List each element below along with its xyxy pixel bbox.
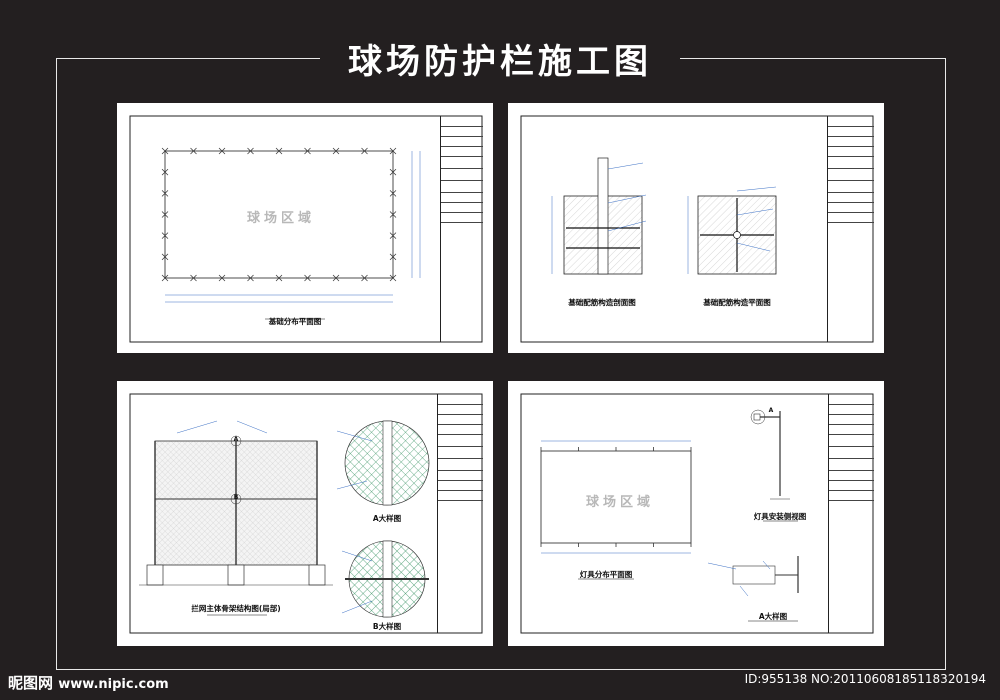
sheet-fence-structure: A B 拦网主体骨架结构图(局部) A大样图 B大样图 [117, 381, 493, 646]
post-marker [304, 147, 311, 155]
sheet-4-drawing [520, 393, 874, 634]
marker-a-label: A [768, 407, 774, 414]
post-marker [389, 253, 397, 261]
caption-lamp-layout: 灯具分布平面图 [579, 570, 633, 579]
post-marker [389, 147, 397, 155]
logo-text: 昵图网 [8, 674, 54, 692]
court-zone-label: 球场区域 [247, 211, 316, 226]
post-marker [389, 211, 397, 218]
post-marker [161, 211, 169, 218]
caption-rebar-plan: 基础配筋构造平面图 [703, 298, 771, 307]
logo-url: www.nipic.com [58, 677, 169, 692]
post-marker [161, 168, 169, 176]
caption-detail-a: A大样图 [758, 612, 788, 621]
frame-title-gap [320, 50, 680, 70]
post-marker [389, 274, 397, 282]
post-marker [332, 274, 340, 282]
sheet-2-drawing [520, 115, 874, 343]
caption-detail-a: A大样图 [372, 514, 402, 523]
post-marker [361, 147, 368, 155]
marker-a-label: A [233, 436, 239, 443]
marker-b-label: B [233, 494, 239, 501]
title-block [828, 394, 874, 633]
post-marker [247, 274, 254, 282]
title-block [440, 116, 483, 342]
post-marker [161, 190, 169, 197]
post-marker [161, 274, 169, 282]
nipic-logo[interactable]: 昵图网 www.nipic.com [8, 672, 169, 693]
caption-rebar-section: 基础配筋构造剖面图 [568, 298, 636, 307]
page-title: 球场防护栏施工图 [348, 42, 652, 82]
post-marker [247, 147, 254, 155]
post-marker [218, 274, 226, 282]
post-marker [190, 147, 197, 155]
post-marker [161, 232, 169, 239]
lamp-detail [732, 565, 776, 585]
post-marker [161, 147, 169, 155]
caption-detail-b: B大样图 [372, 622, 402, 631]
sheet-3-drawing [129, 393, 483, 634]
court-zone-label: 球场区域 [586, 495, 655, 510]
post-marker [190, 274, 197, 282]
caption-lamp-side: 灯具安装侧视图 [753, 512, 807, 521]
caption-foundation-plan: 基础分布平面图 [268, 317, 322, 326]
title-block [437, 394, 483, 633]
fence-posts [161, 147, 397, 282]
post-marker [275, 274, 283, 282]
sheet-1-drawing [129, 115, 483, 343]
post-marker [161, 253, 169, 261]
post-marker [332, 147, 340, 155]
post-marker [361, 274, 368, 282]
sheet-foundation-layout: 球场区域 基础分布平面图 [117, 103, 493, 353]
post-marker [389, 168, 397, 176]
post-marker [304, 274, 311, 282]
post-marker [389, 190, 397, 197]
lamp-positions [540, 447, 692, 547]
post-marker [218, 147, 226, 155]
title-block [827, 116, 874, 342]
post-marker [389, 232, 397, 239]
sheet-lighting: 球场区域 A 灯具分布平面图 灯具安装侧视图 A大样图 [508, 381, 884, 646]
sheet-foundation-rebar: 基础配筋构造剖面图 基础配筋构造平面图 [508, 103, 884, 353]
image-id-text: ID:955138 NO:20110608185118320194 [744, 672, 986, 686]
post-marker [275, 147, 283, 155]
caption-fence-frame: 拦网主体骨架结构图(局部) [191, 604, 281, 613]
